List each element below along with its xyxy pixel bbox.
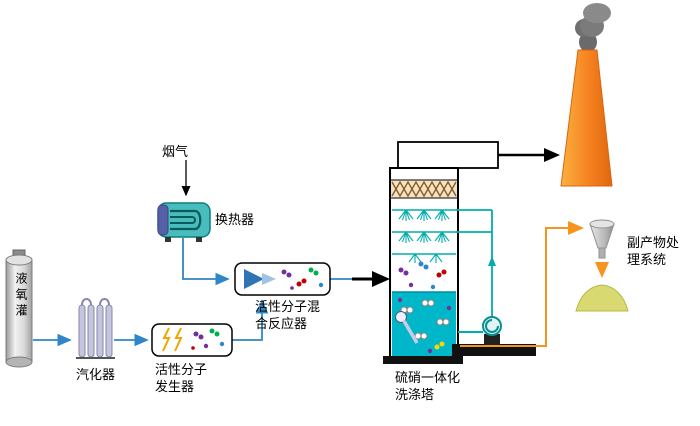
smoke-plume-icon (575, 3, 611, 52)
reactor-to-tower-arrow (352, 271, 390, 287)
byproduct-pile-icon (575, 284, 629, 312)
reactor-label: 活性分子混 合反应器 (255, 299, 321, 331)
process-flow-lines (33, 238, 355, 347)
scrubber-tower (383, 167, 463, 364)
flue-gas-label: 烟气 (162, 144, 189, 159)
liquid-oxygen-tank (5, 249, 33, 368)
generator-label: 活性分子 发生器 (155, 362, 208, 394)
spray-nozzles (392, 209, 456, 263)
vaporizer-label: 汽化器 (76, 367, 116, 382)
vaporizer-icon (76, 298, 115, 359)
chimney-icon (560, 49, 613, 187)
recirculation-loop (452, 209, 536, 356)
pump-icon (482, 316, 502, 346)
tower-label: 硫硝一体化 洗涤塔 (395, 370, 461, 402)
mixing-reactor (234, 262, 331, 296)
tower-base (383, 356, 463, 364)
byproduct-funnel-icon (589, 219, 615, 259)
demister-band (391, 179, 457, 199)
tower-gas-molecules (398, 261, 447, 290)
active-molecule-generator (151, 323, 233, 357)
byproduct-path (460, 219, 629, 347)
byproduct-label: 副产物处 理系统 (627, 235, 680, 267)
tank-label: 液氧灌 (14, 272, 28, 320)
tower-outlet-duct (397, 141, 560, 169)
heat-exchanger-label: 换热器 (215, 212, 255, 227)
heat-exchanger-icon (157, 202, 211, 242)
probe-icon (395, 311, 419, 344)
tower-liquid (392, 291, 456, 356)
